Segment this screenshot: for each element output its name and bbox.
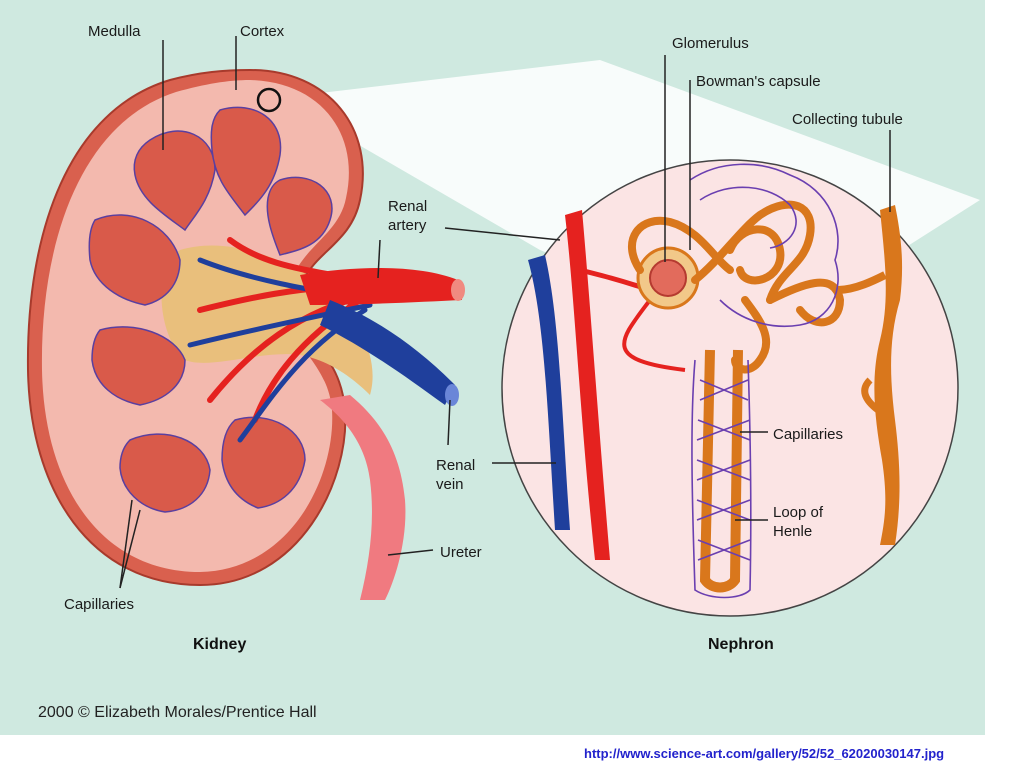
magnification-marker (256, 87, 282, 113)
kidney (26, 68, 465, 600)
label-renal-vein: Renal vein (436, 457, 476, 493)
pyramid (91, 326, 186, 406)
label-bowmans-capsule: Bowman's capsule (696, 73, 821, 90)
renal-vein (320, 300, 455, 405)
caption-kidney: Kidney (193, 636, 247, 653)
leader-renal-artery (377, 239, 381, 279)
label-cortex: Cortex (240, 23, 285, 40)
glomerulus-shape (649, 259, 687, 297)
leader-lines (119, 36, 891, 589)
connecting-tubule (837, 271, 887, 294)
label-capillaries-nephron: Capillaries (773, 426, 844, 443)
label-renal-artery: Renal artery (388, 198, 428, 234)
source-url-link[interactable]: http://www.science-art.com/gallery/52/52… (584, 746, 945, 761)
pyramid (133, 130, 216, 232)
peritubular-capillaries (689, 163, 839, 599)
pyramid (88, 214, 181, 306)
nephron-artery (565, 210, 610, 560)
copyright-credit: 2000 © Elizabeth Morales/Prentice Hall (38, 704, 317, 721)
label-capillaries-kidney: Capillaries (64, 596, 135, 613)
collecting-branch (861, 377, 881, 413)
caption-nephron: Nephron (708, 636, 774, 653)
label-loop-of-henle: Loop of Henle (773, 504, 824, 540)
label-collecting-tubule: Collecting tubule (792, 111, 903, 128)
efferent-arteriole (622, 298, 686, 372)
pyramid (210, 106, 282, 217)
renal-vein-opening (445, 384, 459, 406)
nephron-vein (528, 255, 570, 530)
renal-artery (300, 268, 462, 305)
label-glomerulus: Glomerulus (672, 35, 749, 52)
loop-of-henle-shape (699, 349, 743, 593)
medullary-pyramids (88, 106, 333, 513)
ureter-tube (320, 395, 406, 600)
leader-capillaries-kidney-2 (119, 499, 133, 589)
leader-renal-artery-nephron (444, 227, 561, 241)
pyramid (119, 433, 211, 513)
label-medulla: Medulla (88, 23, 141, 40)
leader-capillaries-kidney (119, 509, 141, 589)
collecting-tubule-shape (874, 205, 903, 545)
nephron (501, 159, 959, 617)
label-ureter: Ureter (440, 544, 482, 561)
leader-renal-vein (447, 399, 451, 446)
leader-ureter (387, 549, 434, 556)
renal-artery-opening (451, 279, 465, 301)
pyramid (266, 176, 333, 256)
